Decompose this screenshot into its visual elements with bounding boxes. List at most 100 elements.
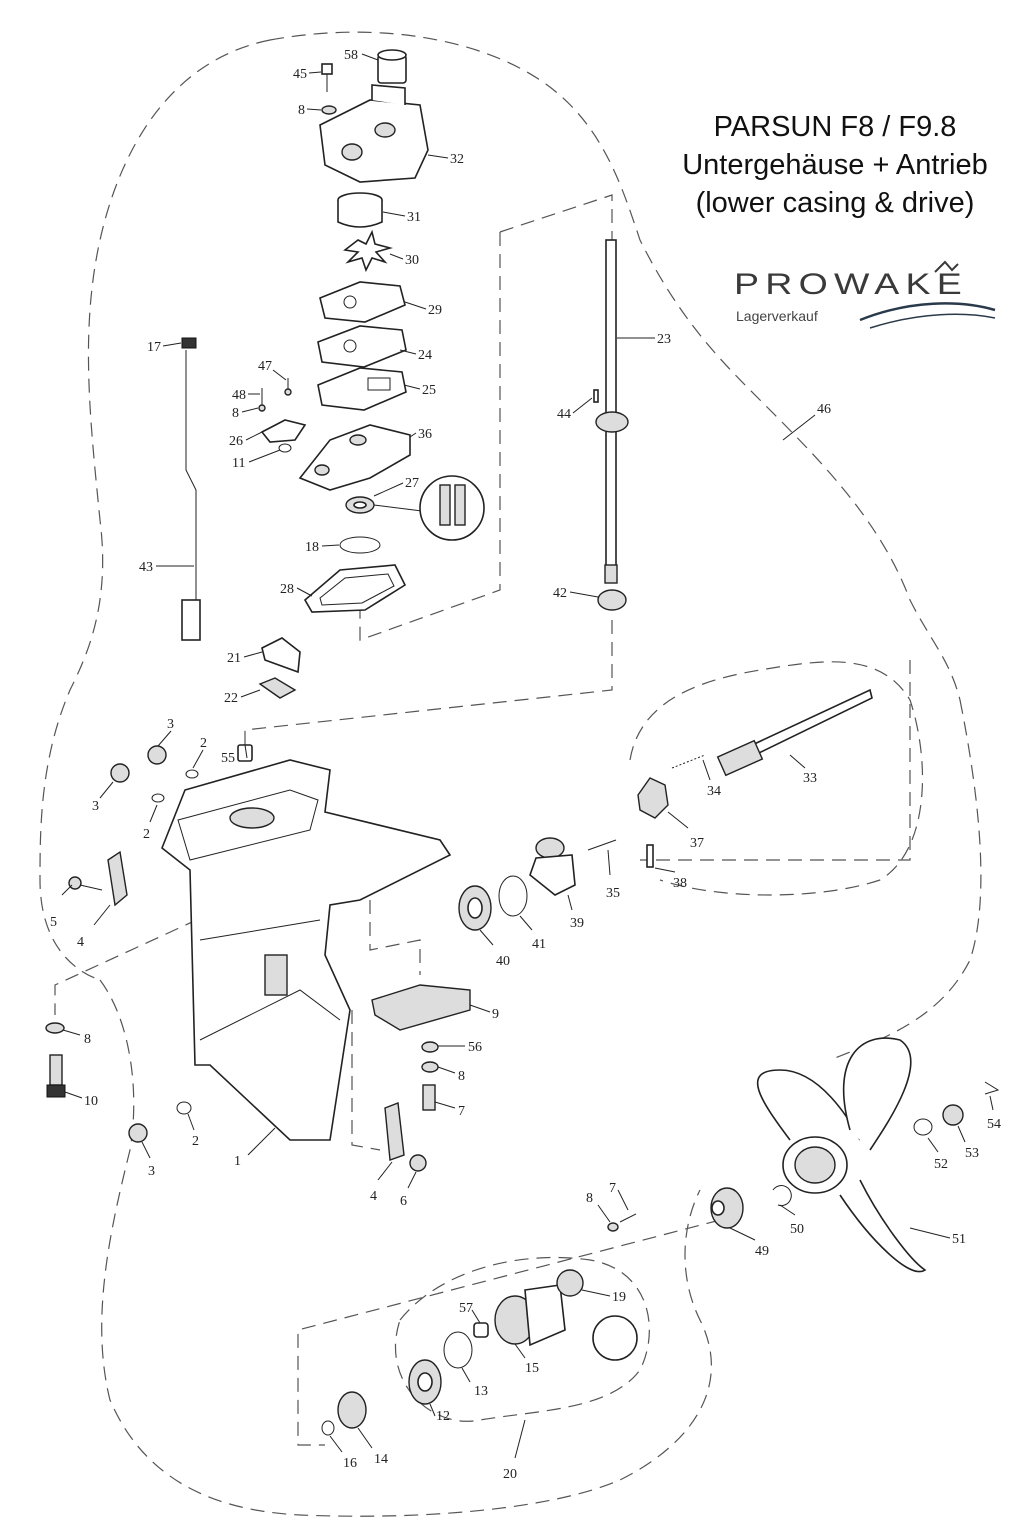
part-16-ring: [321, 1420, 335, 1436]
label-51: 51: [952, 1232, 966, 1247]
part-14-gear: [337, 1391, 367, 1429]
label-8-d: 8: [458, 1069, 465, 1084]
label-32: 32: [450, 152, 464, 167]
part-29-gasket: [319, 281, 406, 323]
part-24-plate: [317, 325, 407, 368]
label-3-b: 3: [92, 799, 99, 814]
part-53-nut: [942, 1104, 964, 1126]
label-25: 25: [422, 383, 436, 398]
label-24: 24: [418, 348, 432, 363]
part-7-bolt: [422, 1084, 436, 1111]
label-41: 41: [532, 937, 546, 952]
part-44-pin: [593, 389, 599, 403]
part-56-washer: [421, 1041, 439, 1053]
part-3-plug-a: [147, 745, 167, 765]
part-8-washer-c: [45, 1022, 65, 1034]
label-22: 22: [224, 691, 238, 706]
label-1: 1: [234, 1154, 241, 1169]
part-18-o-ring: [339, 536, 381, 554]
label-3-c: 3: [148, 1164, 155, 1179]
part-27-seal: [345, 475, 485, 541]
part-11-o-ring: [278, 443, 292, 453]
label-23: 23: [657, 332, 671, 347]
label-45: 45: [293, 67, 307, 82]
label-10: 10: [84, 1094, 98, 1109]
label-20: 20: [503, 1467, 517, 1482]
part-57-bushing: [473, 1322, 489, 1338]
part-28-gasket: [303, 564, 407, 613]
part-8-washer-top: [321, 105, 337, 115]
label-43: 43: [139, 560, 153, 575]
part-10-bolt: [46, 1054, 66, 1098]
part-30-impeller: [343, 229, 394, 273]
part-48-screw: [258, 388, 266, 412]
title-block: PARSUN F8 / F9.8 Untergehäuse + Antrieb …: [650, 108, 1020, 222]
part-22-grommet: [258, 677, 297, 699]
part-1-lower-casing: [161, 759, 452, 1141]
part-52-washer: [913, 1118, 933, 1136]
label-37: 37: [690, 836, 704, 851]
label-33: 33: [803, 771, 817, 786]
label-52: 52: [934, 1157, 948, 1172]
logo-swoosh: [859, 260, 996, 329]
part-2-washer-b: [151, 793, 165, 803]
label-2-b: 2: [143, 827, 150, 842]
label-19: 19: [612, 1290, 626, 1305]
part-8-washer-d: [607, 1222, 619, 1232]
part-5-bolt: [68, 876, 103, 891]
part-23-drive-shaft: [595, 239, 629, 584]
part-7-screw-b: [619, 1213, 637, 1223]
label-21: 21: [227, 651, 241, 666]
label-3-a: 3: [167, 717, 174, 732]
part-45-bolt: [321, 63, 333, 92]
part-25-gasket: [317, 367, 407, 411]
part-36-pump-base: [298, 424, 411, 491]
label-38: 38: [673, 876, 687, 891]
dashed-outline-upper: [39, 31, 961, 981]
label-14: 14: [374, 1452, 388, 1467]
label-12: 12: [436, 1409, 450, 1424]
label-55: 55: [221, 751, 235, 766]
label-4-b: 4: [370, 1189, 377, 1204]
part-26-plate: [260, 419, 307, 443]
label-34: 34: [707, 784, 721, 799]
label-29: 29: [428, 303, 442, 318]
title-model: PARSUN F8 / F9.8: [713, 111, 957, 143]
label-48: 48: [232, 388, 246, 403]
label-27: 27: [405, 476, 419, 491]
part-34-spring: [671, 754, 706, 769]
label-36: 36: [418, 427, 432, 442]
prowake-logo: PROWAKE Lagerverkauf: [730, 258, 1000, 328]
part-9-trim-tab: [371, 984, 471, 1031]
part-38-pin: [646, 844, 654, 868]
label-57: 57: [459, 1301, 473, 1316]
label-7-a: 7: [458, 1104, 465, 1119]
part-35-pin: [587, 839, 617, 851]
label-17: 17: [147, 340, 161, 355]
label-8-e: 8: [586, 1191, 593, 1206]
label-28: 28: [280, 582, 294, 597]
label-49: 49: [755, 1244, 769, 1259]
label-11: 11: [232, 456, 245, 471]
label-50: 50: [790, 1222, 804, 1237]
label-13: 13: [474, 1384, 488, 1399]
part-47-screw: [284, 378, 292, 396]
part-13-o-ring: [443, 1331, 473, 1369]
label-16: 16: [343, 1456, 357, 1471]
part-21-cover: [261, 637, 301, 674]
label-2-a: 2: [200, 736, 207, 751]
label-15: 15: [525, 1361, 539, 1376]
label-44: 44: [557, 407, 571, 422]
connector-lines: [54, 194, 911, 1446]
label-56: 56: [468, 1040, 482, 1055]
part-41-o-ring: [498, 875, 528, 917]
part-2-washer-a: [185, 769, 199, 779]
label-5: 5: [50, 915, 57, 930]
label-26: 26: [229, 434, 243, 449]
label-40: 40: [496, 954, 510, 969]
label-2-c: 2: [192, 1134, 199, 1149]
title-english: (lower casing & drive): [695, 187, 975, 219]
part-54-cotter-pin: [984, 1081, 1000, 1095]
label-31: 31: [407, 210, 421, 225]
